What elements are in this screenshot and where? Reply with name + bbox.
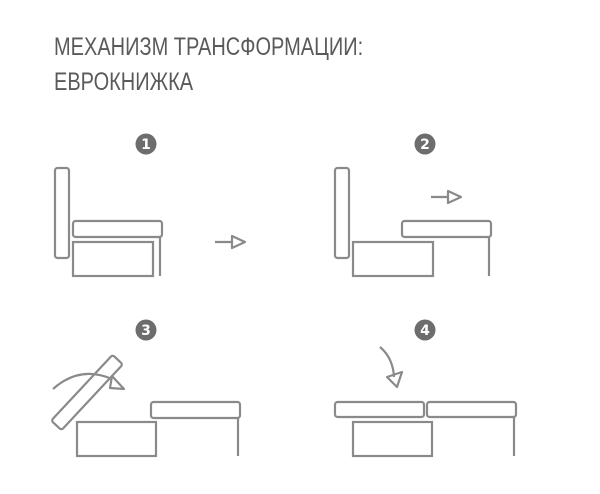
step-number: 2: [420, 137, 430, 153]
step-badge-4: 4: [414, 319, 436, 341]
sofa-backrest: [53, 166, 71, 260]
step-4: 4: [333, 319, 518, 458]
step-3: 3: [51, 319, 242, 458]
sofa-seat: [425, 400, 518, 419]
sofa-base: [75, 420, 158, 458]
sofa-seat: [149, 400, 242, 420]
sofa-backrest: [333, 166, 351, 260]
arrow-right-icon: [215, 234, 247, 250]
sofa-base: [351, 240, 435, 278]
step-badge-2: 2: [414, 133, 436, 155]
page-title-line-1: МЕХАНИЗМ ТРАНСФОРМАЦИИ:: [54, 33, 364, 61]
step-number: 3: [141, 323, 151, 339]
step-number: 1: [141, 137, 151, 153]
step-badge-1: 1: [135, 133, 157, 155]
sofa-seat: [400, 219, 493, 239]
curved-arrow-icon: [52, 372, 126, 391]
sofa-base: [71, 240, 155, 278]
step-2: 2: [333, 133, 493, 278]
step-badge-3: 3: [135, 319, 157, 341]
sofa-seat: [71, 219, 164, 239]
sofa-backrest-tilted: [51, 354, 123, 431]
arrow-right-icon: [431, 189, 463, 205]
sofa-backrest-flat: [333, 400, 426, 419]
step-number: 4: [420, 323, 430, 339]
curved-arrow-icon: [379, 346, 404, 389]
page-title-line-2: ЕВРОКНИЖКА: [54, 68, 194, 96]
sofa-base: [351, 420, 434, 458]
step-1: 1: [53, 133, 164, 278]
